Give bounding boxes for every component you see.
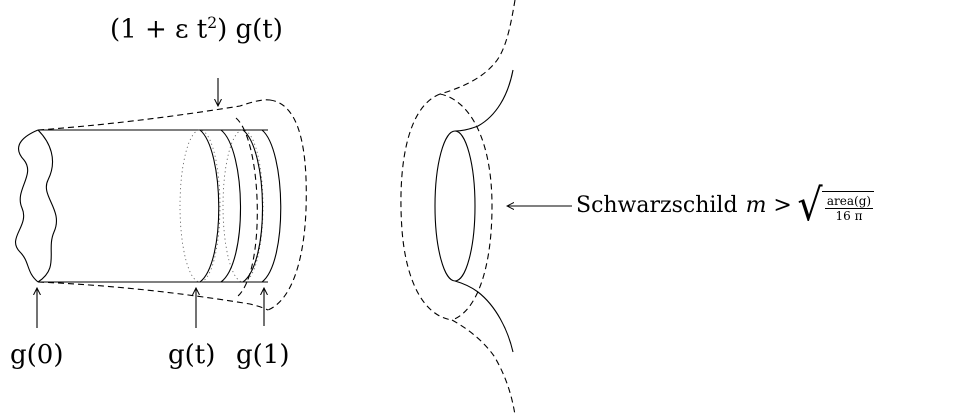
top-suffix: ) g(t) xyxy=(217,14,283,45)
label-schwarzschild: Schwarzschild m > √area(g)16 π xyxy=(576,178,875,234)
expanding-envelope-bottom xyxy=(37,281,269,311)
cylinder-figure xyxy=(14,78,307,328)
top-prefix: (1 + ε t xyxy=(110,14,208,45)
outer-solid-bottom xyxy=(454,280,514,353)
fraction-denominator: 16 π xyxy=(835,208,863,223)
fraction-numerator: area(g) xyxy=(824,193,874,209)
schwarzschild-word: Schwarzschild xyxy=(576,193,738,218)
initial-boundary-wavy xyxy=(14,129,39,283)
label-g0-text: g(0) xyxy=(10,340,64,370)
label-gt-text: g(t) xyxy=(168,340,216,370)
neck-ellipse xyxy=(434,130,476,282)
cross-section-end xyxy=(261,129,282,283)
label-g1-text: g(1) xyxy=(236,340,290,370)
outer-dashed-top xyxy=(439,0,516,95)
label-gt: g(t) xyxy=(168,342,215,368)
sqrt-expression: √area(g)16 π xyxy=(796,180,875,231)
label-g1: g(1) xyxy=(236,342,289,368)
cross-section-end-dashed xyxy=(235,117,258,297)
neck-dashed-outer xyxy=(400,93,453,321)
expanding-envelope-top xyxy=(37,99,271,131)
cross-section-gt xyxy=(199,129,220,283)
outer-dashed-bottom xyxy=(451,319,516,415)
top-exponent: 2 xyxy=(207,14,218,32)
label-top-envelope: (1 + ε t2) g(t) xyxy=(110,14,283,45)
cross-section-back-1 xyxy=(179,129,221,283)
mass-relation: m > xyxy=(745,193,792,218)
outer-solid-top xyxy=(454,69,514,132)
expanding-envelope-cap xyxy=(267,99,307,311)
sqrt-radical-icon: √ xyxy=(797,180,823,231)
label-g0: g(0) xyxy=(10,342,63,368)
cross-section-g1 xyxy=(242,129,264,283)
initial-boundary-wavy-back xyxy=(37,129,57,283)
mass-fraction: area(g)16 π xyxy=(824,193,874,223)
schwarzschild-figure xyxy=(400,0,572,415)
neck-dashed-front xyxy=(439,93,493,321)
cross-section-mid xyxy=(220,129,242,283)
